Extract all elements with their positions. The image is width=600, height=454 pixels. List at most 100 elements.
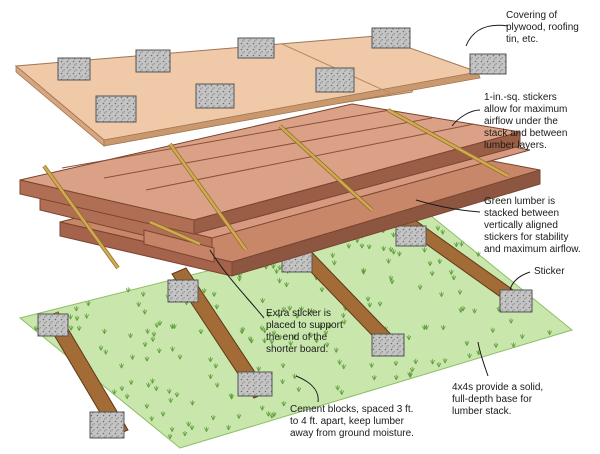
callout-green-lumber: Green lumber is stacked between vertical… bbox=[484, 196, 581, 255]
grass-tuft bbox=[213, 363, 219, 369]
extra-sticker bbox=[149, 220, 201, 246]
grass-tuft bbox=[406, 334, 412, 341]
sticker bbox=[42, 164, 120, 270]
grass-tuft bbox=[396, 251, 402, 257]
grass-tuft bbox=[511, 342, 516, 348]
grass-tuft bbox=[292, 373, 298, 379]
leader-stickers-sq bbox=[451, 109, 481, 127]
cement-block bbox=[371, 333, 405, 357]
grass-tuft bbox=[460, 306, 466, 312]
grass-tuft bbox=[136, 301, 142, 307]
grass-tuft bbox=[262, 327, 268, 334]
grass-tuft bbox=[128, 379, 134, 385]
grass-tuft bbox=[154, 322, 160, 328]
grass-tuft bbox=[247, 336, 253, 342]
cement-blocks bbox=[37, 225, 533, 439]
grass-tuft bbox=[124, 393, 130, 399]
grass-tuft bbox=[337, 359, 343, 365]
grass-tuft bbox=[262, 338, 267, 344]
grass-tuft bbox=[160, 411, 166, 417]
grass-tuft bbox=[314, 337, 319, 343]
grass-tuft bbox=[98, 345, 104, 351]
grass-tuft bbox=[339, 389, 345, 395]
leader-four-by-fours bbox=[477, 341, 489, 377]
leader-lines bbox=[209, 24, 531, 403]
grass-tuft bbox=[142, 309, 148, 315]
grass-tuft bbox=[269, 338, 275, 345]
grass-tuft bbox=[149, 416, 155, 422]
grass-tuft bbox=[168, 397, 174, 403]
grass-tuft bbox=[266, 312, 272, 318]
grass-tuft bbox=[210, 415, 216, 421]
grass-tuft bbox=[256, 366, 262, 372]
grass-tuft bbox=[435, 225, 441, 231]
weight-blocks bbox=[57, 27, 507, 123]
grass-tuft bbox=[309, 308, 314, 314]
grass-tuft bbox=[190, 400, 195, 406]
sticker bbox=[168, 142, 248, 252]
grass-tuft bbox=[189, 424, 195, 431]
grass-tuft bbox=[409, 367, 415, 373]
leader-cement-blocks bbox=[295, 375, 319, 403]
grass-tuft bbox=[174, 392, 180, 398]
cement-block bbox=[37, 313, 69, 337]
grass-tuft bbox=[271, 263, 276, 269]
grass-tuft bbox=[330, 252, 336, 258]
callout-stickers: 1-in.-sq. stickers allow for maximum air… bbox=[484, 92, 568, 151]
weight-block bbox=[315, 67, 355, 93]
grass-tuft bbox=[130, 354, 135, 360]
grass-tuft bbox=[490, 327, 496, 333]
grass-tuft bbox=[145, 328, 150, 334]
grass-tuft bbox=[440, 324, 446, 331]
weight-block bbox=[57, 57, 91, 81]
grass-tuft bbox=[144, 356, 150, 362]
grass-tuft bbox=[457, 289, 463, 295]
grass-tuft bbox=[424, 324, 429, 330]
grass-tuft bbox=[166, 388, 172, 394]
grass-tuft bbox=[150, 378, 155, 384]
grass-tuft bbox=[274, 268, 279, 274]
grass-tuft bbox=[333, 347, 339, 353]
grass-tuft bbox=[369, 362, 374, 368]
grass-tuft bbox=[119, 385, 125, 391]
grass-tuft bbox=[280, 362, 286, 369]
grass-tuft bbox=[429, 270, 435, 276]
grass-tuft bbox=[381, 245, 387, 252]
grass-tuft bbox=[169, 426, 175, 432]
grass-tuft bbox=[391, 232, 396, 238]
grass-tuft bbox=[74, 315, 80, 321]
grass-tuft bbox=[341, 319, 347, 325]
grass-tuft bbox=[201, 288, 207, 294]
grass-tuft bbox=[296, 386, 302, 392]
grass-tuft bbox=[208, 356, 213, 363]
grass-tuft bbox=[519, 333, 525, 339]
weight-block bbox=[135, 49, 171, 73]
grass-tuft bbox=[146, 382, 151, 388]
weight-block bbox=[95, 95, 137, 123]
grass-tuft bbox=[151, 331, 157, 337]
grass-tuft bbox=[84, 313, 90, 319]
grass-tuft bbox=[103, 349, 109, 355]
grass-tuft bbox=[294, 313, 300, 319]
grass-tuft bbox=[386, 258, 391, 264]
grass-tuft bbox=[284, 281, 289, 288]
grass-tuft bbox=[86, 300, 91, 307]
leader-extra-sticker bbox=[209, 249, 265, 319]
grass-tuft bbox=[319, 286, 325, 293]
grass-tuft bbox=[73, 306, 79, 312]
grass-tuft bbox=[407, 371, 413, 377]
sticker bbox=[387, 108, 509, 178]
grass-tuft bbox=[440, 229, 446, 235]
grass-tuft bbox=[458, 307, 464, 313]
lumber-stack bbox=[19, 103, 541, 277]
grass-tuft bbox=[367, 302, 373, 308]
grass-tuft bbox=[177, 354, 183, 360]
grass-tuft bbox=[265, 411, 271, 417]
grass-tuft bbox=[182, 431, 188, 437]
stickers bbox=[42, 108, 509, 270]
grass-tuft bbox=[467, 353, 472, 359]
grass-tuft bbox=[142, 341, 148, 347]
callout-cement-blocks: Cement blocks, spaced 3 ft. to 4 ft. apa… bbox=[290, 404, 414, 439]
grass-tuft bbox=[427, 260, 433, 266]
grass-tuft bbox=[508, 318, 514, 324]
